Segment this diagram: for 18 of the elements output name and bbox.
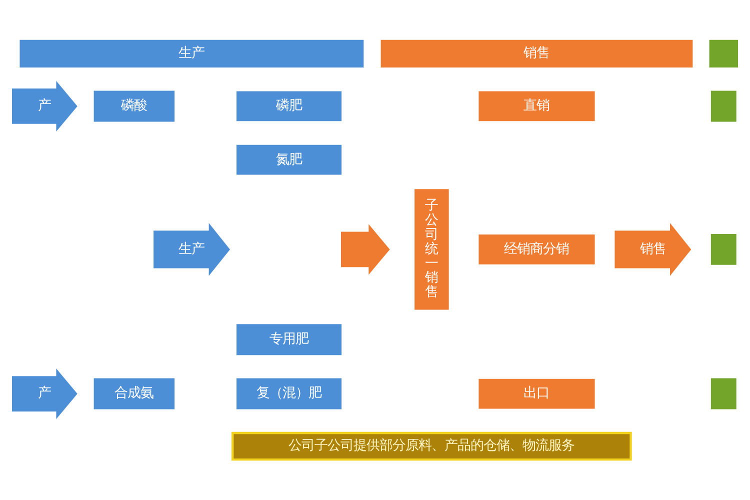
node-box [710,378,736,410]
node-box: 销售 [380,40,693,68]
node-box: 合成氨 [94,378,175,410]
node-box [710,90,736,122]
node-box: 磷酸 [94,90,175,122]
node-box: 经销商分销 [478,234,595,264]
node-box: 专用肥 [236,324,342,356]
node-box: 公司子公司提供部分原料、产品的仓储、物流服务 [232,432,632,461]
node-box: 磷肥 [236,91,342,122]
node-bar [709,40,738,68]
node-box: 氮肥 [236,144,342,175]
node-box [710,234,736,265]
node-box: 子公司统一销售 [414,189,449,310]
node-box: 生产 [20,40,364,68]
node-box: 出口 [478,378,595,409]
node-box: 复（混）肥 [236,378,342,410]
node-box: 直销 [478,91,595,122]
node-arrow [341,224,390,275]
